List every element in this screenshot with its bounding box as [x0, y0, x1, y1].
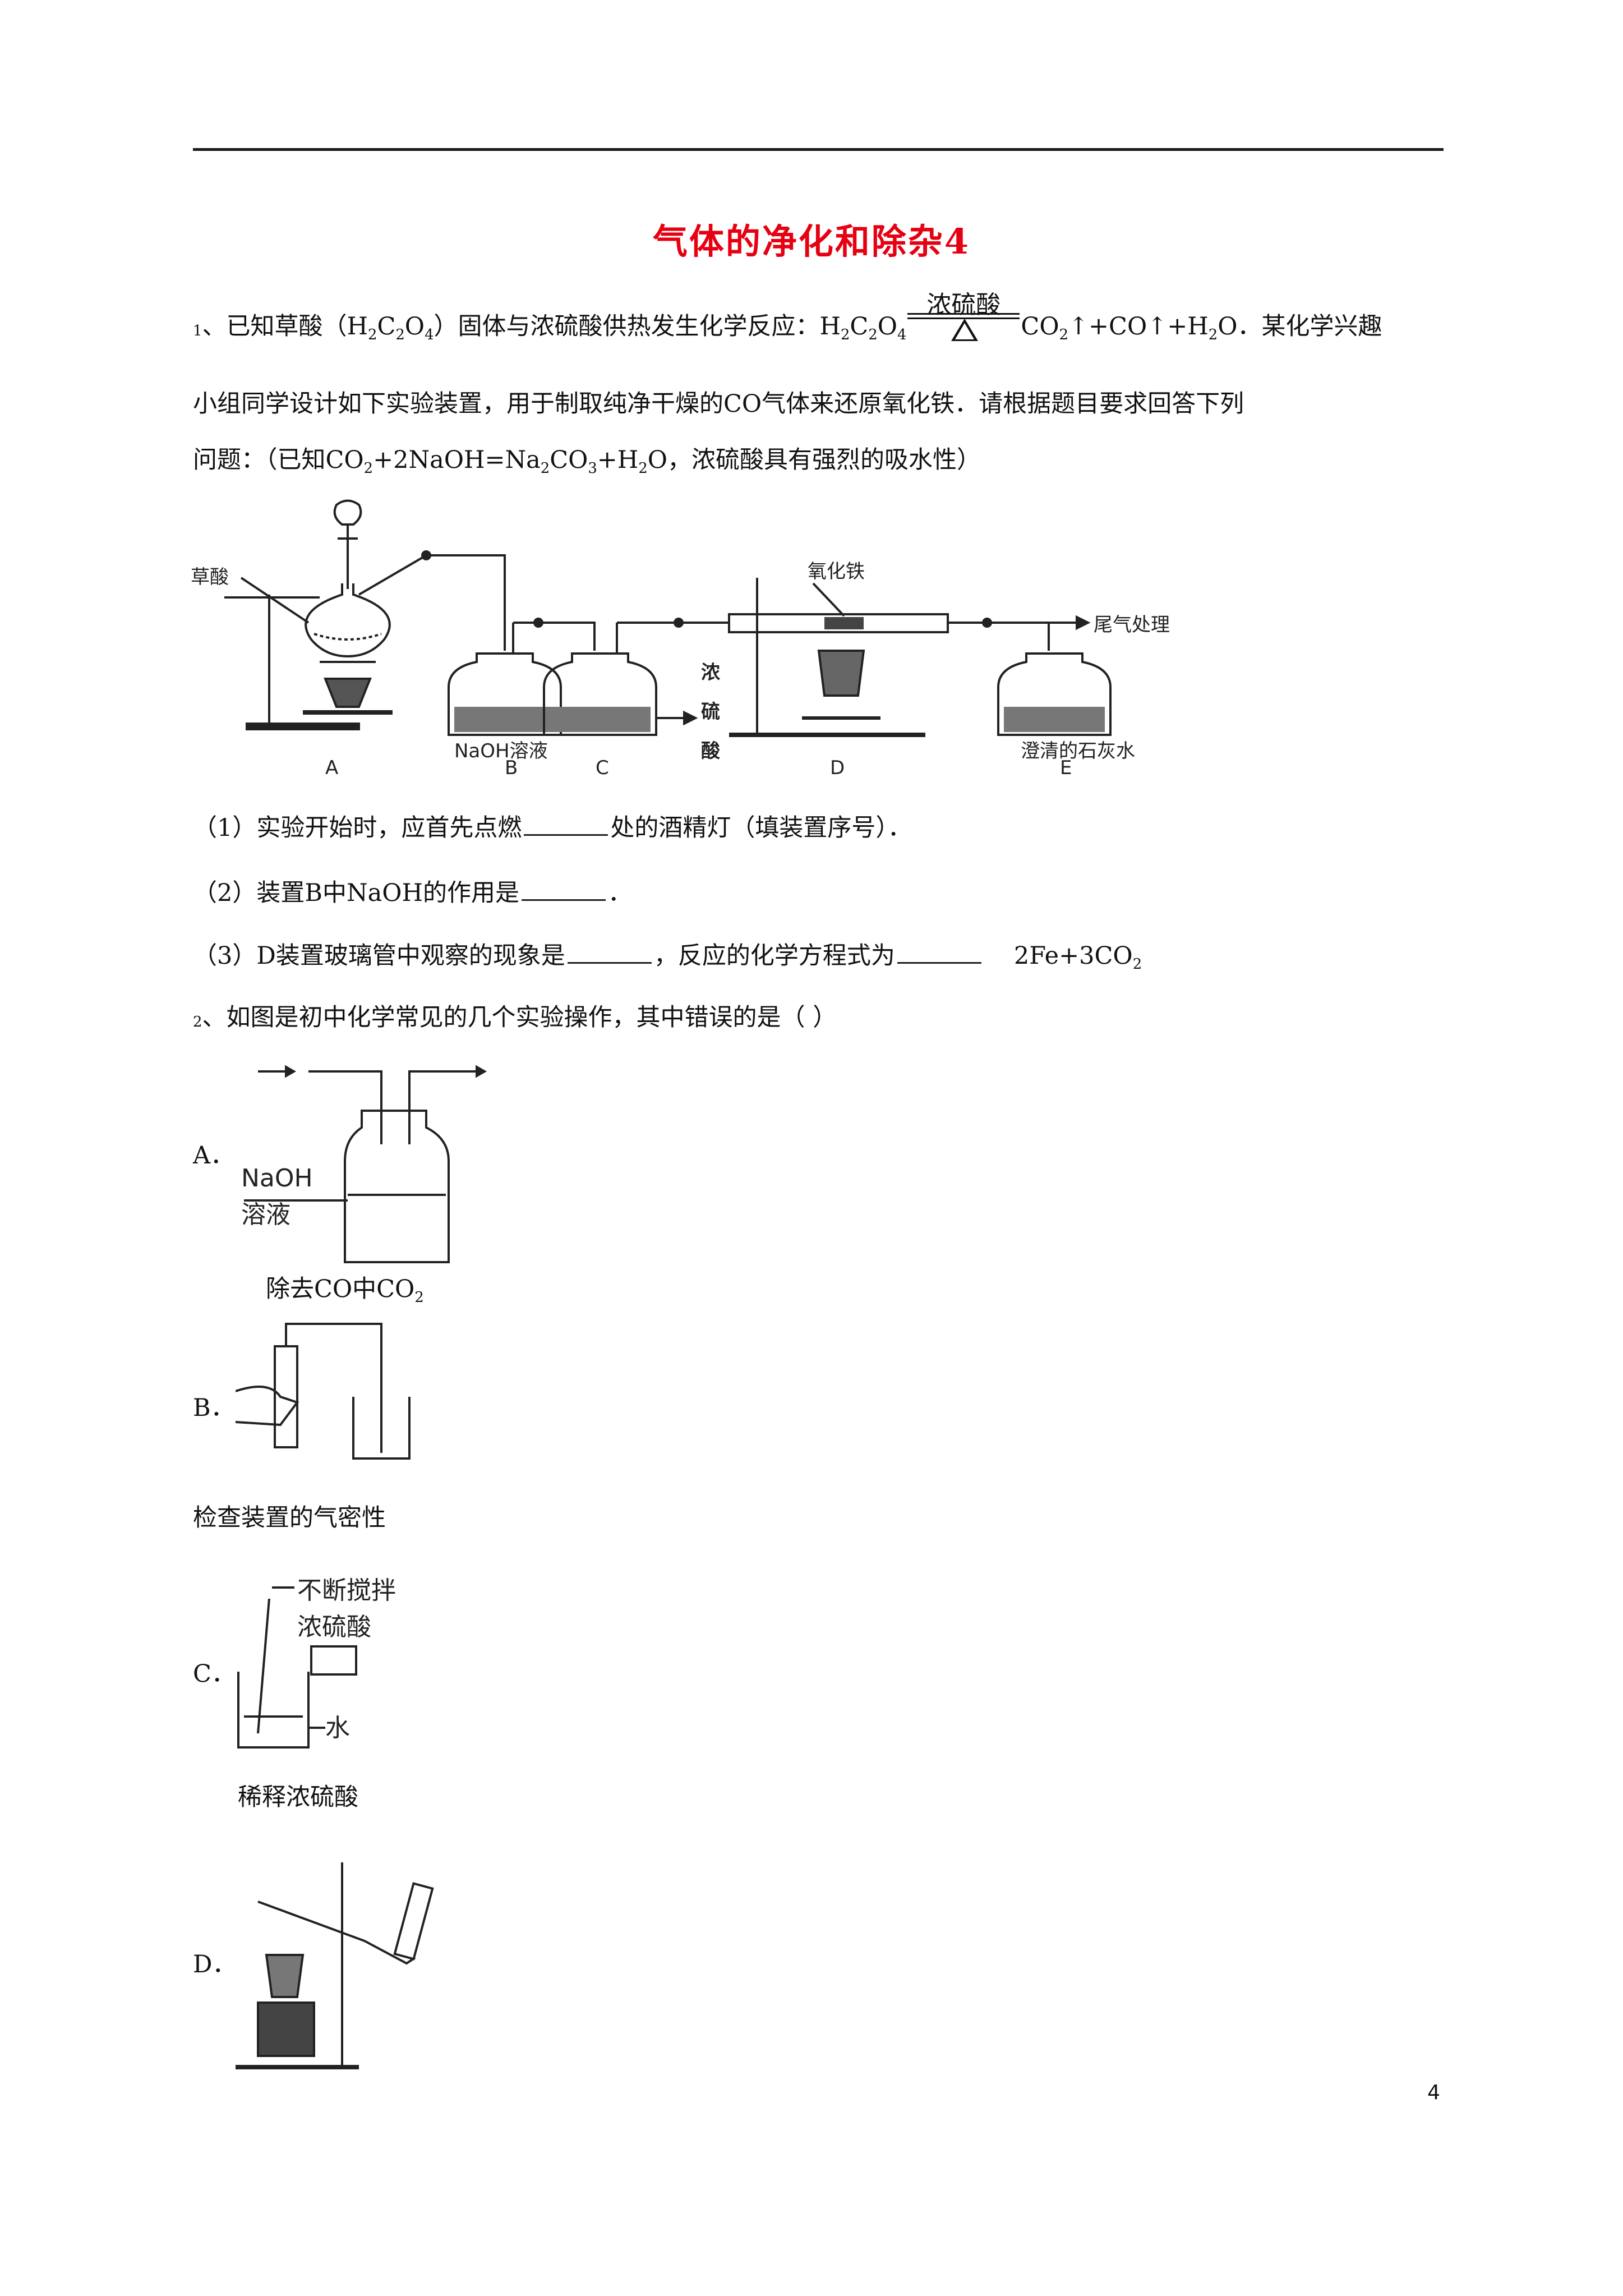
label-c3: 酸 — [701, 740, 721, 762]
blank-3[interactable] — [567, 942, 652, 964]
label-caosuan: 草酸 — [191, 566, 229, 588]
blank-1[interactable] — [524, 814, 608, 836]
label-D: D — [830, 757, 845, 779]
svg-text:水: 水 — [325, 1714, 350, 1742]
blank-2[interactable] — [521, 879, 606, 901]
label-fe2o3: 氧化铁 — [808, 560, 865, 583]
label-c2: 硫 — [701, 701, 720, 723]
q1-sub2: （2）装置B中NaOH的作用是． — [193, 879, 632, 907]
label-tail: 尾气处理 — [1094, 614, 1170, 636]
label-C: C — [596, 757, 609, 779]
option-a-figure: NaOH 溶液 — [241, 1065, 487, 1263]
label-lime: 澄清的石灰水 — [1021, 740, 1135, 762]
q2-stem: 2、如图是初中化学常见的几个实验操作，其中错误的是（ ） — [193, 1004, 837, 1032]
label-naoh: NaOH溶液 — [454, 740, 548, 762]
svg-text:不断搅拌: 不断搅拌 — [297, 1576, 396, 1605]
reaction-condition: 浓硫酸 — [907, 291, 1020, 344]
q1-number: 1 — [193, 323, 202, 339]
header-rule — [193, 148, 1444, 151]
apparatus-figure: 草酸 氧化铁 尾气处理 NaOH溶液 浓 硫 酸 澄清的石灰水 A B C D … — [191, 499, 1170, 779]
label-c1: 浓 — [701, 661, 721, 684]
page-title: 气体的净化和除杂4 — [652, 221, 971, 262]
q1-sub1: （1）实验开始时，应首先点燃处的酒精灯（填装置序号）． — [193, 814, 912, 842]
option-c-letter[interactable]: C． — [193, 1660, 236, 1688]
option-b-letter[interactable]: B． — [193, 1394, 235, 1422]
label-B: B — [505, 757, 518, 779]
page-number: 4 — [1427, 2081, 1440, 2104]
svg-text:浓硫酸: 浓硫酸 — [297, 1613, 371, 1641]
label-E: E — [1060, 757, 1072, 779]
q1-line3: 问题：（已知CO2+2NaOH=Na2CO3+H2O，浓硫酸具有强烈的吸水性） — [193, 446, 981, 477]
option-d-figure — [236, 1862, 434, 2069]
option-a-letter[interactable]: A． — [193, 1142, 235, 1170]
svg-text:NaOH: NaOH — [241, 1164, 313, 1193]
option-a-caption: 除去CO中CO2 — [266, 1275, 424, 1306]
label-A: A — [325, 757, 338, 779]
option-d-letter[interactable]: D． — [193, 1950, 237, 1978]
blank-4[interactable] — [897, 942, 981, 964]
q1-line2: 小组同学设计如下实验装置，用于制取纯净干燥的CO气体来还原氧化铁．请根据题目要求… — [193, 390, 1244, 418]
q2-number: 2 — [193, 1014, 202, 1030]
option-c-figure: 不断搅拌 浓硫酸 水 — [237, 1576, 396, 1749]
option-b-figure — [236, 1323, 411, 1460]
option-b-caption: 检查装置的气密性 — [193, 1504, 386, 1532]
option-c-caption: 稀释浓硫酸 — [238, 1783, 358, 1811]
svg-text:溶液: 溶液 — [241, 1200, 291, 1229]
